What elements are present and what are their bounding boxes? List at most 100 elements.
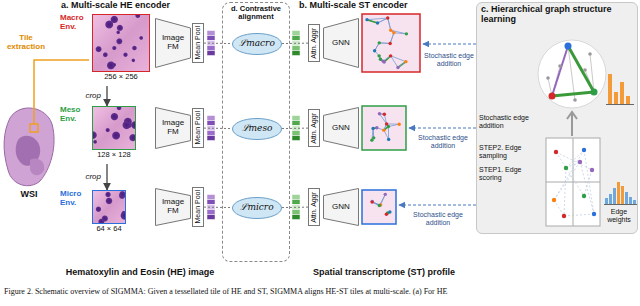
he-embedding-cell xyxy=(207,116,215,121)
st-embedding-cell xyxy=(292,121,300,126)
encoder-block: Image FM xyxy=(155,107,191,149)
graph-node xyxy=(378,41,381,44)
block-label: GNN xyxy=(332,203,350,212)
graph-node xyxy=(375,126,378,129)
text-label: Tile extraction xyxy=(0,34,52,52)
box xyxy=(193,24,204,63)
graph-node xyxy=(386,16,389,19)
tile-size: 256 × 256 xyxy=(104,73,138,81)
graph-edge xyxy=(568,46,594,92)
axis xyxy=(606,104,634,105)
stochastic-arrow xyxy=(423,43,476,44)
edge-label: crop xyxy=(84,92,102,101)
text-label: WSI xyxy=(12,190,46,200)
histogram-bar xyxy=(609,194,612,204)
loss-label: ℒmeso xyxy=(242,124,273,134)
loss-ellipse: ℒmeso xyxy=(232,118,282,140)
he-embedding-cell xyxy=(207,46,215,51)
box xyxy=(193,109,204,148)
trapezoid xyxy=(156,108,191,149)
candidate-edge xyxy=(580,162,594,214)
pooling-box: Attn. Aggr xyxy=(308,24,320,62)
gnn-block: GNN xyxy=(323,188,359,226)
candidate-edge xyxy=(564,214,594,216)
graph-node xyxy=(365,18,368,21)
gnn-block: GNN xyxy=(323,107,359,149)
label-box: Tile extraction xyxy=(0,34,52,52)
tile-ground xyxy=(362,190,396,224)
graph-node xyxy=(385,122,388,125)
block-label: Mean Pool xyxy=(194,26,202,59)
text-label: Stochastic edge addition xyxy=(424,52,474,67)
graph-edge xyxy=(391,30,407,34)
st-graph-tile xyxy=(362,106,406,150)
graph-node xyxy=(592,212,596,216)
stochastic-arrow xyxy=(409,127,476,128)
graph-node xyxy=(370,200,373,203)
tile-ground xyxy=(362,14,420,72)
edge-label-box: crop xyxy=(84,173,102,182)
he-tile: Macro Env.256 × 256 xyxy=(60,14,154,86)
he-image xyxy=(92,190,126,224)
block-label: Mean Pool xyxy=(194,111,202,144)
he-embedding-cell xyxy=(207,31,215,36)
st-embedding-cell xyxy=(292,46,300,51)
graph-edge xyxy=(388,127,389,140)
graph-node xyxy=(565,43,572,50)
st-embedding-cell xyxy=(292,200,300,205)
graph-node xyxy=(582,194,586,198)
he-embedding-cell xyxy=(207,51,215,56)
panel-heading: c. Hierarchical graph structure learning xyxy=(477,3,637,27)
crop-arrow xyxy=(106,86,107,106)
tissue-patch xyxy=(30,158,44,175)
graph-node xyxy=(376,21,379,24)
environment-label: Micro Env. xyxy=(60,190,90,208)
text-label: Hematoxylin and Eosin (HE) image xyxy=(40,268,240,278)
tile-column: 256 × 256 xyxy=(92,14,150,81)
up-arrow xyxy=(567,112,577,136)
graph-node xyxy=(573,98,577,102)
block-label: Image FM xyxy=(158,198,188,216)
pooling-box: Attn. Aggr xyxy=(308,109,320,147)
candidate-edge xyxy=(556,152,584,196)
panel-heading: b. Multi-scale ST encoder xyxy=(296,0,468,12)
graph-edge xyxy=(552,92,594,96)
candidate-edge xyxy=(554,200,564,216)
graph-node xyxy=(378,112,381,115)
histogram-bar xyxy=(621,186,624,204)
candidate-edge xyxy=(566,162,580,168)
bar xyxy=(626,96,630,104)
he-embedding-cell xyxy=(207,215,215,220)
trapezoid xyxy=(324,189,359,226)
trapezoid xyxy=(156,19,191,68)
box xyxy=(309,189,320,226)
graph-node xyxy=(371,127,374,130)
graph-edge xyxy=(387,123,400,124)
graph-node xyxy=(389,28,392,31)
graph-node xyxy=(388,210,391,213)
graph-node xyxy=(590,168,594,172)
grid-line xyxy=(546,182,600,183)
candidate-edge xyxy=(584,170,592,196)
graph-node xyxy=(564,166,568,170)
tile-column: 64 × 64 xyxy=(92,190,126,233)
loss-label: ℒmacro xyxy=(239,39,275,49)
label-box: STEP1. Edge scoring xyxy=(479,166,541,181)
st-graph-tile xyxy=(362,190,396,224)
box xyxy=(193,188,204,227)
he-image xyxy=(92,106,136,150)
graph-node xyxy=(404,60,407,63)
graph-node xyxy=(546,76,550,80)
ellipse xyxy=(233,198,282,219)
text-label: Stochastic edge addition xyxy=(479,114,541,129)
stochastic-arrow xyxy=(399,204,476,205)
graph-node xyxy=(588,52,592,56)
alignment-link xyxy=(204,207,232,208)
bar xyxy=(608,74,612,104)
histogram-bar xyxy=(613,188,616,204)
block-label: GNN xyxy=(332,124,350,133)
he-embedding-cell xyxy=(207,36,215,41)
ellipse xyxy=(233,34,282,55)
tile-extraction-line xyxy=(34,60,89,124)
graph-node xyxy=(405,32,408,35)
